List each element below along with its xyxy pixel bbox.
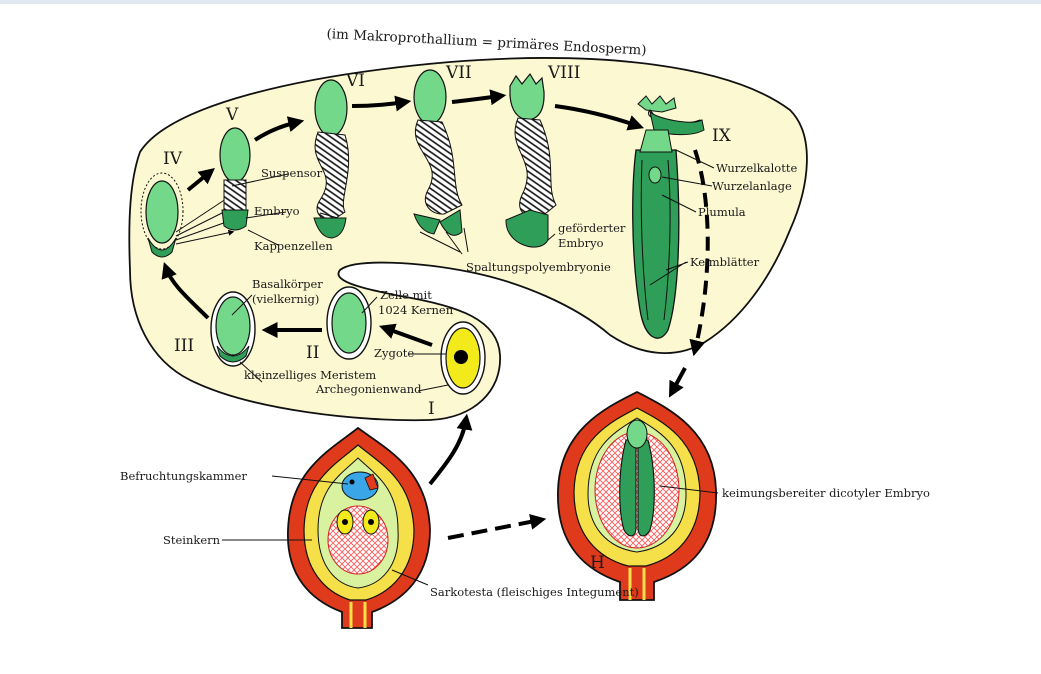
- seed-arrows: [428, 413, 547, 540]
- label-meristem: kleinzelliges Meristem: [244, 368, 376, 382]
- label-vielkernig: (vielkernig): [252, 292, 319, 306]
- label-steinkern: Steinkern: [163, 533, 221, 547]
- stage-label-i: I: [428, 399, 435, 419]
- label-spaltungspolyembryonie: Spaltungspolyembryonie: [466, 260, 611, 274]
- label-embryo-2: Embryo: [558, 236, 604, 250]
- stage-arrows: [161, 89, 710, 398]
- stage-label-h: H: [590, 553, 605, 573]
- label-sarkotesta: Sarkotesta (fleischiges Integument): [430, 585, 639, 599]
- stage-vi: [313, 79, 350, 239]
- stage-label-iii: III: [174, 336, 194, 356]
- stage-label-viii: VIII: [547, 63, 580, 83]
- stage-ix: [632, 95, 705, 339]
- title: (im Makroprothallium = primäres Endosper…: [326, 26, 647, 59]
- stage-label-vi: VI: [345, 71, 365, 91]
- stage-i-zygote: [440, 321, 486, 395]
- stage-iii-basal-body: [210, 291, 256, 367]
- label-wurzelkalotte: Wurzelkalotte: [716, 161, 797, 175]
- label-wurzelanlage: Wurzelanlage: [712, 179, 792, 193]
- stage-label-vii: VII: [445, 63, 472, 83]
- stage-viii: [505, 72, 557, 248]
- stage-label-v: V: [225, 105, 239, 125]
- label-gefoerderter: geförderter: [558, 221, 626, 235]
- stage-iv: [140, 172, 232, 258]
- stage-label-iv: IV: [163, 149, 183, 169]
- label-befruchtungskammer: Befruchtungskammer: [120, 469, 247, 483]
- label-plumula: Plumula: [698, 205, 746, 219]
- label-embryo: Embryo: [254, 204, 300, 218]
- seed-right-h: [557, 390, 717, 601]
- top-border: [0, 0, 1041, 4]
- label-suspensor: Suspensor: [261, 166, 323, 180]
- stage-v: [219, 127, 251, 231]
- label-kappenzellen: Kappenzellen: [254, 239, 333, 253]
- label-zelle-mit: Zelle mit: [380, 288, 432, 302]
- label-1024-kernen: 1024 Kernen: [378, 303, 454, 317]
- label-basalkoerper: Basalkörper: [252, 277, 323, 291]
- leader-lines: [222, 149, 719, 586]
- stage-vii: [413, 69, 463, 236]
- label-archegonienwand: Archegonienwand: [315, 382, 422, 396]
- stage-label-ii: II: [306, 343, 319, 363]
- stage-ii-cell: [326, 286, 372, 360]
- seed-left: [287, 426, 431, 629]
- stage-label-ix: IX: [712, 126, 732, 146]
- label-zygote: Zygote: [374, 346, 414, 360]
- label-keimungsbereiter: keimungsbereiter dicotyler Embryo: [722, 486, 930, 500]
- label-keimblaetter: Keimblätter: [690, 255, 760, 269]
